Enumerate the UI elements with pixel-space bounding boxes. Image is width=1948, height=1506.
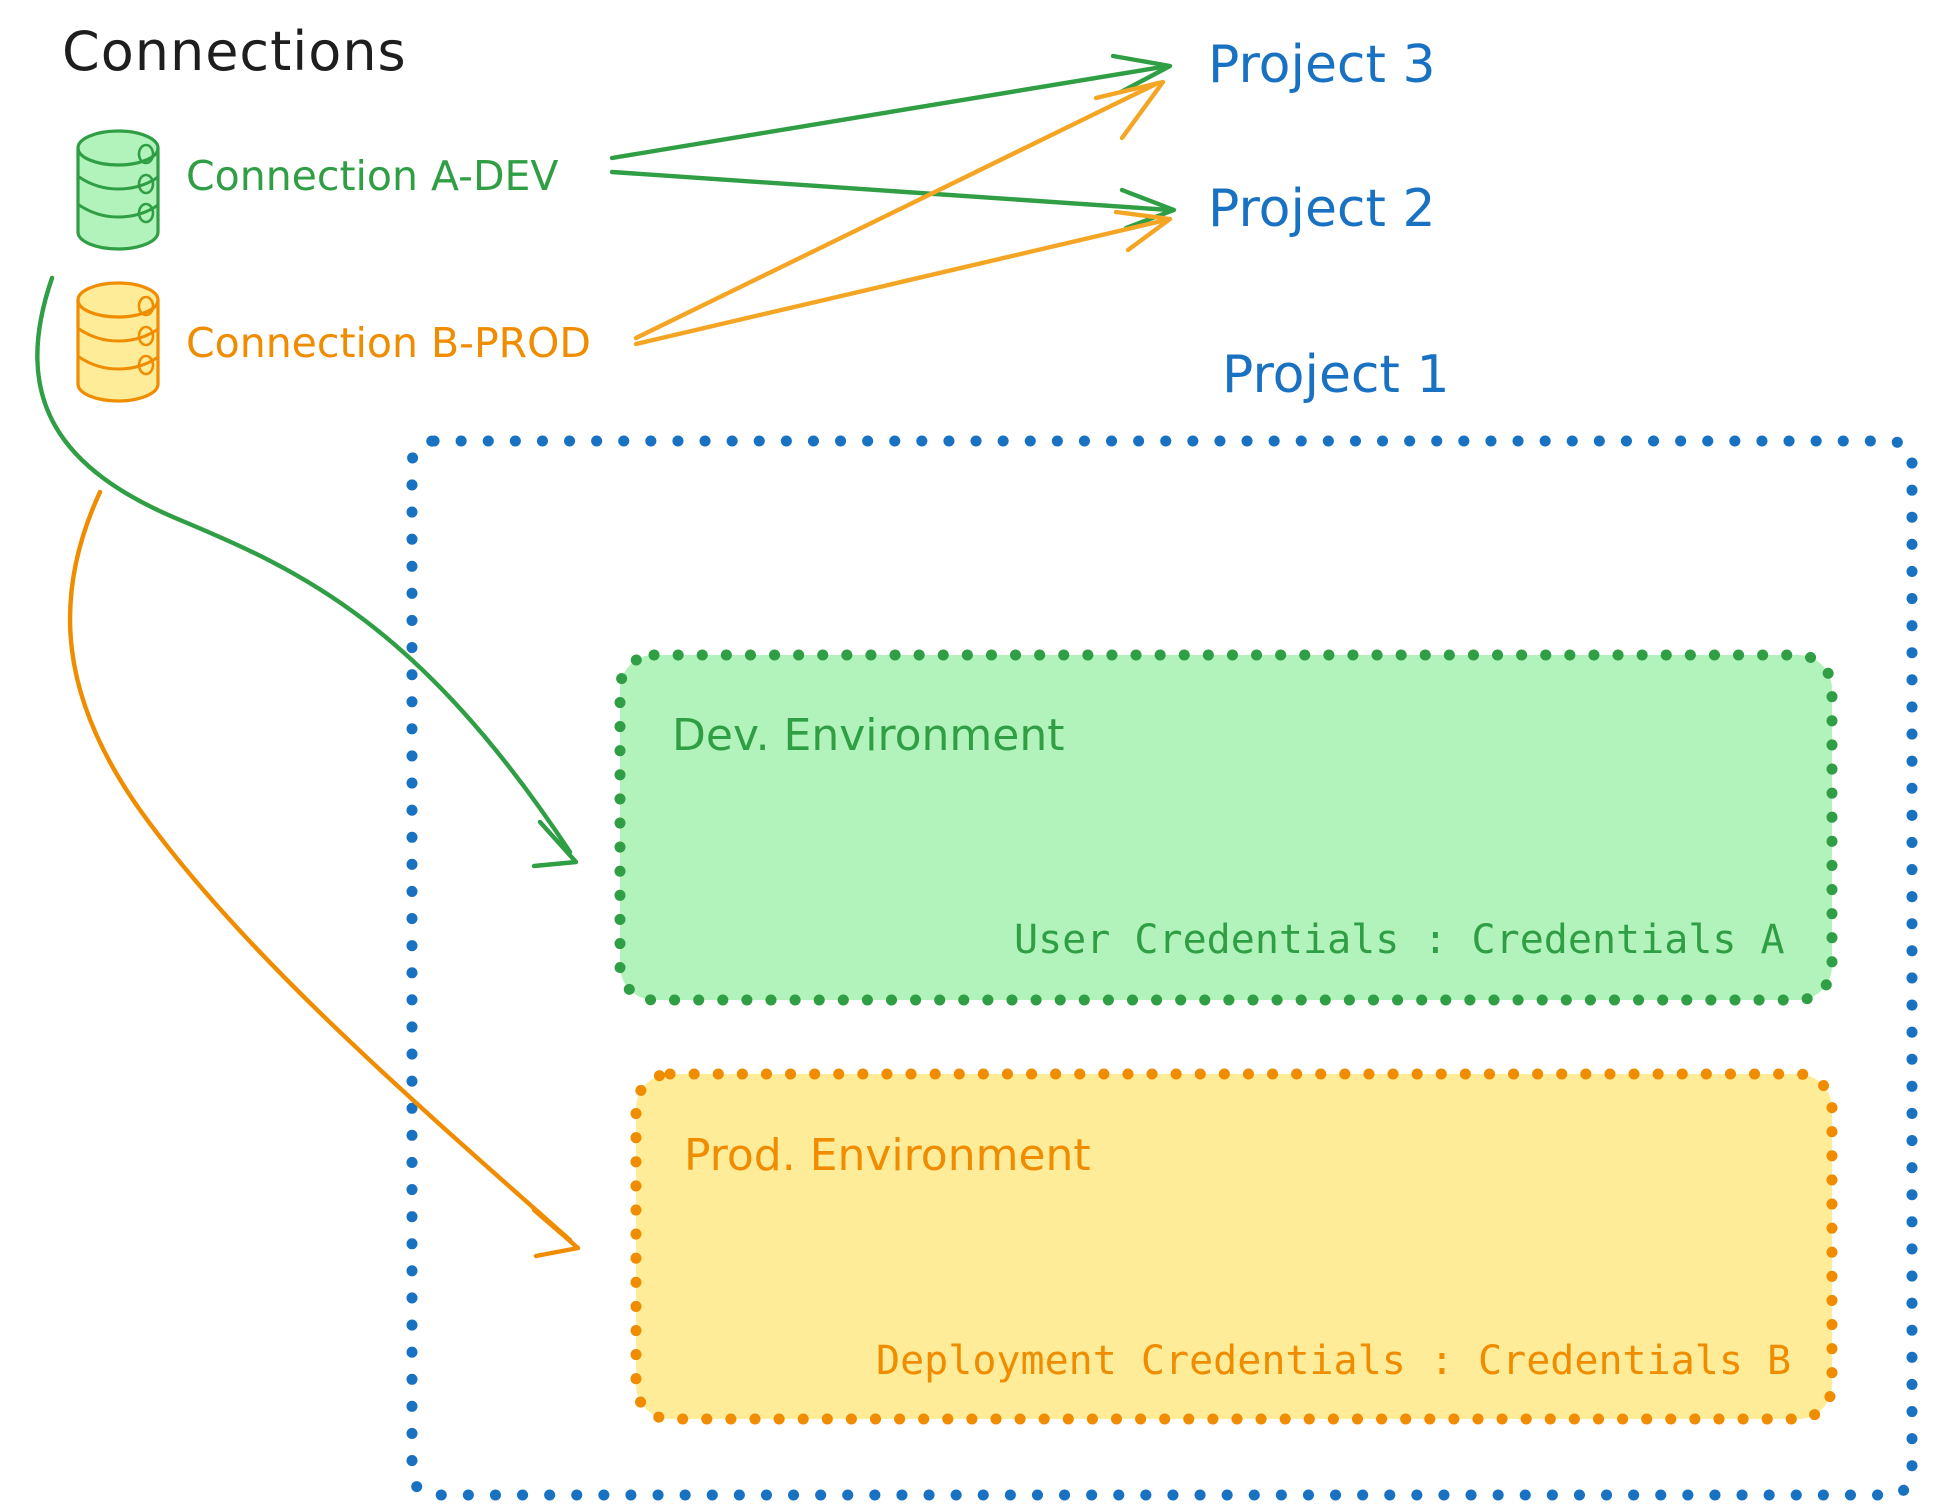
edge-a-dev-to-project-2 — [609, 169, 1177, 231]
database-icon-a-dev[interactable] — [76, 129, 160, 251]
connection-label-a-dev[interactable]: Connection A-DEV — [186, 152, 558, 200]
project-label-project-3[interactable]: Project 3 — [1208, 35, 1436, 95]
prod-environment-credentials: Deployment Credentials : Credentials B — [876, 1338, 1791, 1384]
edge-b-prod-to-project-2 — [633, 209, 1173, 347]
page-title: Connections — [62, 20, 407, 83]
connection-label-b-prod[interactable]: Connection B-PROD — [186, 319, 591, 367]
edge-a-dev-to-project-3 — [609, 53, 1173, 161]
prod-environment-box[interactable] — [630, 1068, 1838, 1425]
project-label-project-2[interactable]: Project 2 — [1208, 179, 1436, 239]
database-icon-b-prod[interactable] — [76, 281, 160, 403]
dev-environment-credentials: User Credentials : Credentials A — [1014, 917, 1785, 963]
prod-environment-title: Prod. Environment — [684, 1130, 1091, 1181]
project1-container — [406, 435, 1918, 1501]
edge-b-prod-to-prod-environment — [67, 489, 581, 1259]
edge-b-prod-to-project-3 — [633, 79, 1166, 341]
dev-environment-box[interactable] — [614, 649, 1838, 1006]
edge-a-dev-to-dev-environment — [35, 275, 579, 869]
dev-environment-title: Dev. Environment — [672, 710, 1065, 761]
project-label-project-1[interactable]: Project 1 — [1222, 345, 1450, 405]
